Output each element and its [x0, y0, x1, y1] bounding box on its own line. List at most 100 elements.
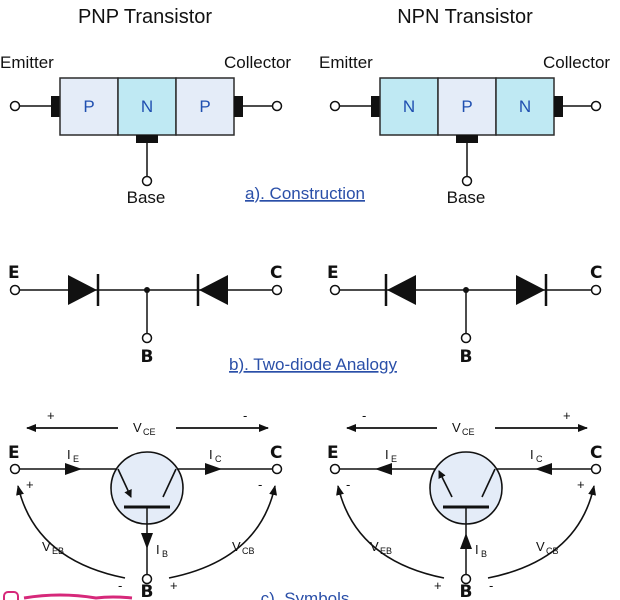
npn-ic-sub: C [536, 454, 543, 464]
npn-b-right-sign: - [489, 578, 493, 593]
npn-two-diode: E C B [327, 263, 602, 367]
pnp-ic-label: I [209, 447, 213, 462]
npn-symbol: - + V CE E C I E I C I B B + - - + V EB … [327, 408, 602, 600]
pnp-diode-e-label: E [8, 263, 20, 283]
pnp-base-label: Base [127, 188, 166, 207]
npn-ie-sub: E [391, 454, 397, 464]
pnp-diode-2-symbol [199, 275, 228, 305]
pnp-vce-sub: CE [143, 427, 156, 437]
pnp-vce-left-sign: + [47, 408, 55, 423]
pnp-two-diode: E C B [8, 263, 282, 367]
npn-collector-terminal [590, 100, 602, 112]
npn-vce-right-sign: + [563, 408, 571, 423]
pnp-c-label: C [270, 443, 282, 463]
pnp-vcb-label: V [232, 539, 241, 554]
npn-vce-left-sign: - [362, 408, 366, 423]
pnp-layer-label-3: P [199, 97, 210, 116]
pnp-title: PNP Transistor [78, 6, 212, 28]
two-diode-caption: b). Two-diode Analogy [229, 355, 397, 374]
npn-e-label: E [327, 443, 339, 463]
pnp-diode-e-terminal [9, 284, 21, 296]
pnp-diode-1-symbol [68, 275, 97, 305]
pnp-c-terminal [271, 463, 283, 475]
pnp-symbol: + - V CE E C I E I C I B B - + + - V [8, 408, 282, 600]
npn-diode-b-label: B [460, 347, 473, 367]
watermark-logo [3, 591, 133, 600]
pnp-diode-c-label: C [270, 263, 282, 283]
pnp-layer-p2 [175, 77, 235, 136]
npn-diode-e-terminal [329, 284, 341, 296]
pnp-veb-sub: EB [52, 546, 64, 556]
npn-c-terminal [590, 463, 602, 475]
npn-veb-label: V [370, 539, 379, 554]
pnp-e-terminal [9, 463, 21, 475]
npn-veb-sub: EB [380, 546, 392, 556]
pnp-ie-sub: E [73, 454, 79, 464]
pnp-vce-right-sign: - [243, 408, 247, 423]
pnp-diode-b-terminal [141, 332, 153, 344]
pnp-layer-label-2: N [141, 97, 153, 116]
npn-diode-2-symbol [516, 275, 545, 305]
npn-e-sign: - [346, 477, 350, 492]
npn-collector-label: Collector [543, 53, 610, 72]
symbols-caption: c). Symbols [261, 589, 350, 600]
pnp-c-sign: - [258, 477, 262, 492]
pnp-collector-label: Collector [224, 53, 291, 72]
pnp-ie-label: I [67, 447, 71, 462]
pnp-vcb-sub: CB [242, 546, 255, 556]
npn-vcb-label: V [536, 539, 545, 554]
pnp-ib-sub: B [162, 549, 168, 559]
npn-layer-label-2: P [461, 97, 472, 116]
npn-ic-label: I [530, 447, 534, 462]
npn-diode-e-label: E [327, 263, 339, 283]
pnp-ib-label: I [156, 542, 160, 557]
npn-b-label: B [460, 582, 473, 600]
npn-layer-label-3: N [519, 97, 531, 116]
pnp-diode-c-terminal [271, 284, 283, 296]
npn-layer-n2 [495, 77, 555, 136]
pnp-e-label: E [8, 443, 20, 463]
npn-vce-label: V [452, 420, 461, 435]
npn-base-terminal [461, 175, 473, 187]
pnp-veb-label: V [42, 539, 51, 554]
npn-emitter-label: Emitter [319, 53, 373, 72]
npn-ie-label: I [385, 447, 389, 462]
pnp-b-right-sign: + [170, 578, 178, 593]
npn-emitter-terminal [329, 100, 341, 112]
pnp-emitter-label: Emitter [0, 53, 54, 72]
npn-diode-b-terminal [460, 332, 472, 344]
pnp-ic-sub: C [215, 454, 222, 464]
pnp-base-terminal [141, 175, 153, 187]
npn-b-terminal [460, 573, 472, 585]
npn-diode-1-symbol [387, 275, 416, 305]
pnp-b-left-sign: - [118, 578, 122, 593]
npn-e-terminal [329, 463, 341, 475]
npn-layer-p [437, 77, 497, 136]
pnp-b-label: B [141, 582, 154, 600]
npn-construction: Emitter Collector N P N Base [319, 53, 610, 207]
pnp-construction: Emitter Collector P N P Base [0, 53, 291, 207]
npn-b-left-sign: + [434, 578, 442, 593]
npn-vcb-sub: CB [546, 546, 559, 556]
pnp-e-sign: + [26, 477, 34, 492]
pnp-layer-label-1: P [83, 97, 94, 116]
npn-ib-label: I [475, 542, 479, 557]
npn-ib-sub: B [481, 549, 487, 559]
pnp-vce-label: V [133, 420, 142, 435]
npn-layer-label-1: N [403, 97, 415, 116]
npn-diode-c-label: C [590, 263, 602, 283]
npn-vce-sub: CE [462, 427, 475, 437]
npn-c-label: C [590, 443, 602, 463]
pnp-layer-n [117, 77, 177, 136]
pnp-collector-terminal [271, 100, 283, 112]
pnp-emitter-terminal [9, 100, 21, 112]
npn-base-label: Base [447, 188, 486, 207]
npn-diode-c-terminal [590, 284, 602, 296]
pnp-b-terminal [141, 573, 153, 585]
npn-title: NPN Transistor [397, 6, 533, 28]
npn-layer-n1 [379, 77, 439, 136]
npn-c-sign: + [577, 477, 585, 492]
construction-caption: a). Construction [245, 184, 365, 203]
pnp-diode-b-label: B [141, 347, 154, 367]
